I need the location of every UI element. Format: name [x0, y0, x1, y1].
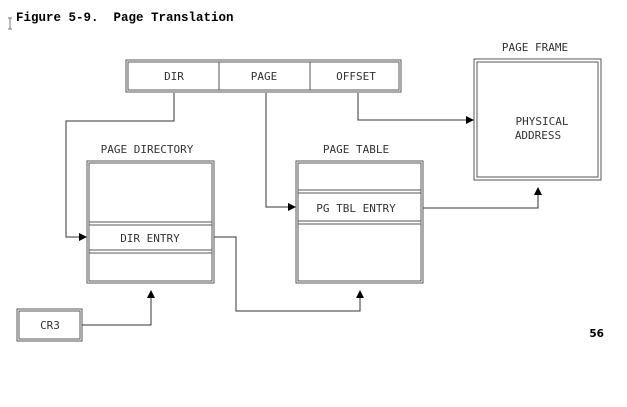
page-table-label: PAGE TABLE: [323, 143, 389, 156]
cr3-to-directory-line: [82, 298, 152, 326]
dir-entry-arrow: [79, 233, 87, 241]
page-frame-label: PAGE FRAME: [502, 41, 568, 54]
page-number: 56: [589, 328, 604, 340]
page-directory: PAGE DIRECTORY DIR ENTRY: [86, 143, 215, 284]
frame-base-arrow: [534, 187, 542, 195]
page-to-table-line: [265, 93, 290, 208]
cr3-register: CR3: [16, 308, 83, 342]
table-base-arrow: [356, 290, 364, 298]
entry-to-frame-line: [423, 195, 539, 209]
physical-address-line1: PHYSICAL: [516, 115, 569, 128]
page-frame-arrow: [466, 116, 474, 124]
page-frame: PAGE FRAME PHYSICAL ADDRESS: [473, 41, 602, 181]
directory-base-arrow: [147, 290, 155, 298]
pg-tbl-entry-label: PG TBL ENTRY: [316, 202, 396, 215]
dir-entry-label: DIR ENTRY: [120, 232, 180, 245]
page-directory-label: PAGE DIRECTORY: [101, 143, 194, 156]
offset-field: OFFSET: [336, 70, 376, 83]
linear-address: DIR PAGE OFFSET: [125, 59, 402, 93]
connectors: [65, 93, 542, 326]
cr3-label: CR3: [40, 319, 60, 332]
dir-entry-to-table-line: [214, 236, 361, 312]
physical-address-line2: ADDRESS: [515, 129, 561, 142]
text-cursor-icon: [8, 17, 12, 30]
pg-tbl-entry-arrow: [288, 203, 296, 211]
dir-field: DIR: [164, 70, 184, 83]
page-field: PAGE: [251, 70, 278, 83]
offset-to-frame-line: [357, 93, 466, 121]
dir-to-directory-line: [65, 93, 175, 238]
figure-title: Figure 5-9. Page Translation: [16, 11, 234, 25]
page-table: PAGE TABLE PG TBL ENTRY: [295, 143, 424, 284]
